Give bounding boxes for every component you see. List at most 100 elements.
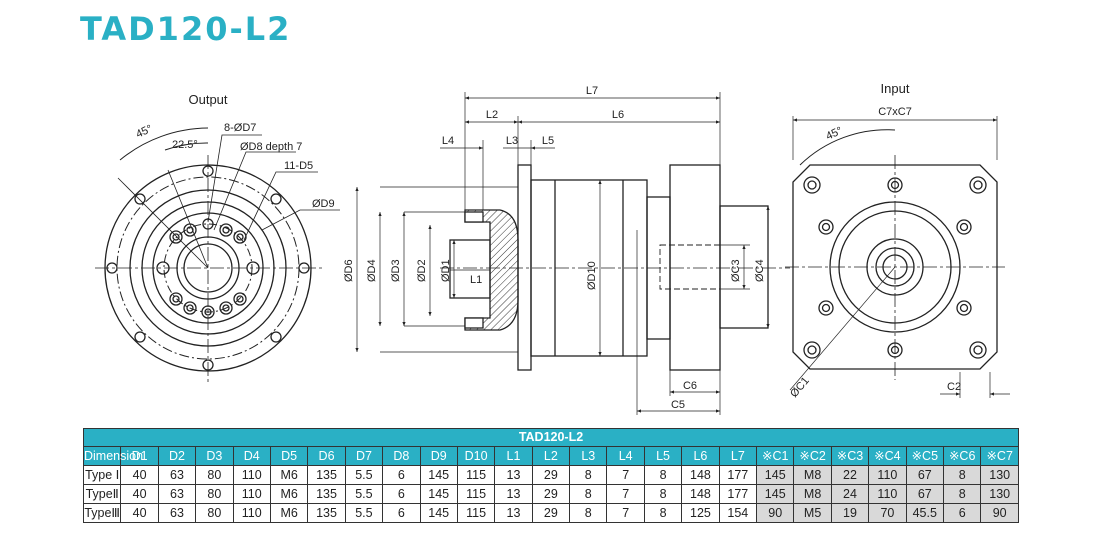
table-cell: 8 [942, 484, 982, 504]
table-cell: 7 [606, 484, 645, 504]
table-cell: 145 [419, 465, 458, 485]
table-header-cell: ※C6 [942, 446, 982, 466]
table-header-cell: Dimension [82, 446, 143, 466]
outer-bolt-holes [106, 165, 310, 371]
inner-holes [156, 218, 260, 319]
dim-l1: L1 [470, 274, 482, 286]
dim-d6: ØD6 [343, 259, 355, 282]
input-label: Input [881, 81, 910, 96]
table-cell: 67 [905, 465, 944, 485]
table-header-cell: ※C5 [905, 446, 944, 466]
table-header-cell: D9 [419, 446, 458, 466]
table-cell: Type Ⅰ [82, 465, 122, 485]
table-cell: 40 [120, 465, 159, 485]
input-angle: 45° [824, 125, 844, 143]
side-view: L7 L2 L6 L4 L3 L5 ØD6 ØD4 ØD3 ØD2 ØD1 L1… [343, 85, 790, 415]
table-header-cell: ※C3 [830, 446, 870, 466]
table-cell: 145 [419, 484, 458, 504]
dim-l6: L6 [612, 109, 624, 121]
dim-d2: ØD2 [416, 259, 428, 282]
table-cell: 154 [718, 503, 758, 523]
table-cell: 70 [868, 503, 907, 523]
table-cell: 135 [307, 484, 346, 504]
table-cell: 29 [531, 503, 571, 523]
input-c1: ØC1 [788, 375, 812, 400]
table-cell: 80 [195, 465, 234, 485]
table-cell: 110 [232, 465, 271, 485]
dim-c6: C6 [683, 380, 697, 392]
table-cell: M8 [793, 465, 832, 485]
dim-l4: L4 [442, 135, 454, 147]
table-cell: 177 [718, 465, 758, 485]
table-cell: 115 [456, 465, 496, 485]
table-header-cell: ※C7 [980, 446, 1019, 466]
table-cell: 110 [232, 484, 271, 504]
table-cell: 125 [681, 503, 720, 523]
table-cell: 6 [942, 503, 982, 523]
dim-c4: ØC4 [754, 259, 766, 282]
dim-d1: ØD1 [440, 259, 452, 282]
table-cell: 145 [756, 465, 795, 485]
table-cell: 13 [494, 465, 533, 485]
table-cell: TypeⅢ [82, 503, 122, 523]
table-cell: 6 [382, 465, 421, 485]
output-hole-d5: 11-D5 [284, 160, 313, 172]
table-header-cell: L4 [606, 446, 645, 466]
table-header-cell: L7 [718, 446, 758, 466]
table-cell: 145 [419, 503, 458, 523]
table-cell: M5 [793, 503, 832, 523]
table-cell: 90 [980, 503, 1019, 523]
table-cell: 8 [942, 465, 982, 485]
table-cell: 63 [157, 503, 197, 523]
table-cell: 135 [307, 503, 346, 523]
dim-c5: C5 [671, 399, 685, 411]
table-header-cell: L1 [494, 446, 533, 466]
input-square: C7xC7 [878, 106, 912, 118]
table-cell: 24 [830, 484, 870, 504]
table-cell: 115 [456, 484, 496, 504]
table-cell: 5.5 [344, 503, 384, 523]
dim-l3: L3 [506, 135, 518, 147]
table-cell: 148 [681, 484, 720, 504]
table-header-cell: L6 [681, 446, 720, 466]
dim-d3: ØD3 [390, 259, 402, 282]
table-cell: 177 [718, 484, 758, 504]
table-cell: 63 [157, 465, 197, 485]
table-cell: 67 [905, 484, 944, 504]
dim-c3: ØC3 [730, 259, 742, 282]
table-header-cell: D7 [344, 446, 384, 466]
dim-l5: L5 [542, 135, 554, 147]
table-caption: TAD120-L2 [83, 428, 1019, 447]
table-cell: 8 [643, 503, 683, 523]
table-cell: 45.5 [905, 503, 944, 523]
table-cell: M8 [793, 484, 832, 504]
table-cell: M6 [269, 465, 309, 485]
dim-d4: ØD4 [366, 259, 378, 282]
table-cell: 13 [494, 484, 533, 504]
dim-l7: L7 [586, 85, 598, 97]
output-hole-d8: ØD8 depth 7 [240, 141, 302, 153]
input-c2: C2 [947, 381, 961, 393]
table-cell: M6 [269, 484, 309, 504]
table-cell: 130 [980, 484, 1019, 504]
table-cell: 8 [643, 484, 683, 504]
dim-d10: ØD10 [586, 261, 598, 290]
table-cell: 130 [980, 465, 1019, 485]
table-cell: 80 [195, 503, 234, 523]
table-cell: 8 [643, 465, 683, 485]
table-header-cell: ※C2 [793, 446, 832, 466]
table-header-cell: D6 [307, 446, 346, 466]
output-dia-d9: ØD9 [312, 198, 335, 210]
table-cell: 5.5 [344, 465, 384, 485]
table-cell: 110 [868, 484, 907, 504]
table-cell: 148 [681, 465, 720, 485]
dim-l2: L2 [486, 109, 498, 121]
table-cell: 135 [307, 465, 346, 485]
table-header-cell: D2 [157, 446, 197, 466]
table-cell: 40 [120, 503, 159, 523]
page-title: TAD120-L2 [80, 10, 292, 48]
output-angle-45: 45° [134, 123, 154, 141]
table-cell: 145 [756, 484, 795, 504]
